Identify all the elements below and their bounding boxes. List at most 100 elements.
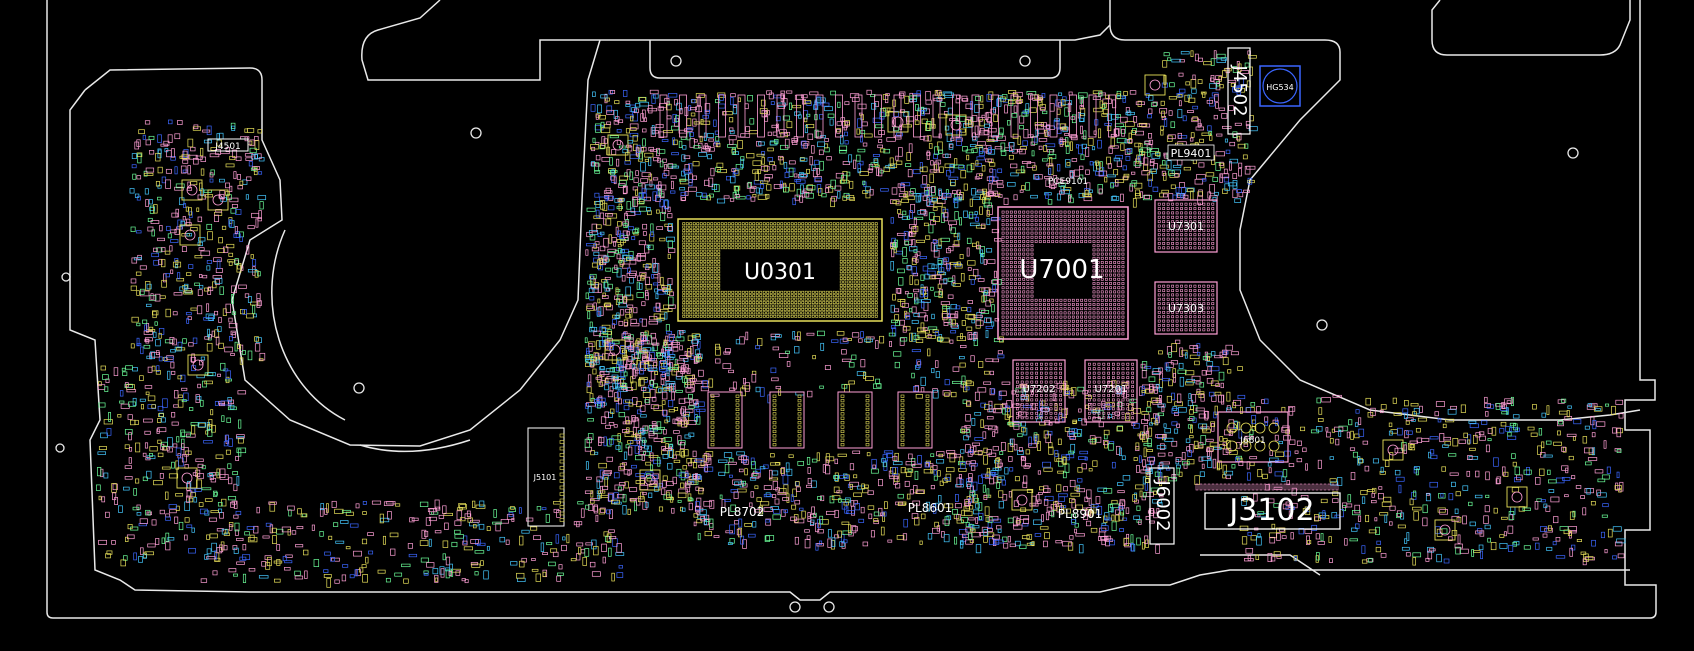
smd-component xyxy=(733,185,741,191)
smd-component xyxy=(794,194,800,201)
smd-component xyxy=(901,198,909,203)
smd-component xyxy=(934,161,939,171)
smd-component xyxy=(1148,139,1154,145)
smd-component xyxy=(623,296,627,304)
smd-component xyxy=(1141,123,1151,128)
smd-component xyxy=(1057,128,1062,134)
smd-component xyxy=(1083,196,1093,202)
smd-component xyxy=(806,124,815,129)
smd-component xyxy=(766,184,772,191)
smd-component xyxy=(1108,146,1113,154)
smd-component xyxy=(1123,175,1129,181)
smd-component xyxy=(839,149,847,154)
smd-component xyxy=(625,313,631,319)
smd-component xyxy=(923,135,929,142)
smd-component xyxy=(622,230,629,238)
smd-component xyxy=(626,231,630,236)
smd-component xyxy=(667,253,671,259)
smd-component xyxy=(600,143,606,149)
smd-component xyxy=(722,111,727,116)
smd-component xyxy=(856,128,860,135)
smd-component xyxy=(704,179,710,186)
smd-component xyxy=(1123,91,1128,96)
smd-component xyxy=(640,162,646,172)
smd-component xyxy=(1091,146,1096,151)
smd-component xyxy=(657,149,666,154)
smd-component xyxy=(653,262,660,273)
smd-component xyxy=(1110,182,1114,189)
smd-component xyxy=(936,89,942,94)
smd-component xyxy=(626,169,631,177)
smd-component xyxy=(587,310,591,320)
smd-component xyxy=(1022,140,1028,147)
smd-component xyxy=(1080,97,1084,108)
smd-component xyxy=(885,95,889,104)
smd-component xyxy=(1101,113,1108,117)
smd-component xyxy=(656,319,662,323)
smd-component xyxy=(737,140,743,149)
smd-component xyxy=(851,97,860,102)
smd-component xyxy=(968,120,972,125)
smd-component xyxy=(667,93,678,98)
smd-component xyxy=(1018,99,1024,103)
smd-component xyxy=(1093,107,1103,113)
smd-component xyxy=(951,280,956,286)
smd-component xyxy=(777,155,784,161)
smd-component xyxy=(729,127,734,132)
smd-component xyxy=(604,287,610,292)
smd-component xyxy=(1044,192,1052,196)
smd-component xyxy=(586,305,595,311)
smd-component xyxy=(640,113,645,122)
smd-component xyxy=(974,125,979,136)
smd-component xyxy=(857,163,861,173)
smd-component xyxy=(651,274,655,279)
smd-component xyxy=(630,342,635,353)
smd-component xyxy=(933,97,943,102)
smd-component xyxy=(844,101,850,106)
smd-component xyxy=(844,140,849,145)
smd-component xyxy=(655,386,662,394)
smd-component xyxy=(693,145,701,149)
smd-component xyxy=(806,168,810,174)
smd-component xyxy=(902,124,912,128)
smd-component xyxy=(656,209,660,214)
smd-component xyxy=(1046,124,1050,129)
smd-component xyxy=(799,172,804,177)
smd-component xyxy=(650,148,658,152)
smd-component xyxy=(629,132,639,138)
smd-component xyxy=(599,371,610,375)
smd-component xyxy=(630,115,634,122)
smd-component xyxy=(715,136,720,142)
smd-component xyxy=(989,175,993,183)
smd-component xyxy=(647,244,654,251)
smd-component xyxy=(622,255,633,260)
smd-component xyxy=(625,286,631,297)
smd-component xyxy=(1013,105,1018,113)
smd-component xyxy=(1011,113,1018,118)
smd-component xyxy=(1000,142,1006,153)
smd-component xyxy=(955,137,963,142)
smd-component xyxy=(1148,178,1152,187)
smd-component xyxy=(707,154,712,160)
smd-component xyxy=(597,283,602,293)
smd-component xyxy=(664,289,668,295)
smd-component xyxy=(671,152,679,156)
smd-component xyxy=(751,185,757,189)
smd-component xyxy=(616,312,620,319)
smd-component xyxy=(1009,142,1015,152)
smd-component xyxy=(859,160,864,166)
mounting-hole xyxy=(1316,319,1328,331)
smd-component xyxy=(667,206,671,212)
smd-component xyxy=(668,335,674,342)
smd-component xyxy=(616,206,623,210)
smd-component xyxy=(893,110,899,117)
smd-component xyxy=(656,226,663,230)
smd-component xyxy=(662,384,667,393)
smd-component xyxy=(1066,162,1071,166)
smd-component xyxy=(613,241,617,247)
smd-component xyxy=(1049,149,1054,156)
smd-component xyxy=(708,138,715,142)
smd-component xyxy=(1147,147,1151,157)
smd-component xyxy=(702,192,707,198)
smd-component xyxy=(603,190,613,194)
